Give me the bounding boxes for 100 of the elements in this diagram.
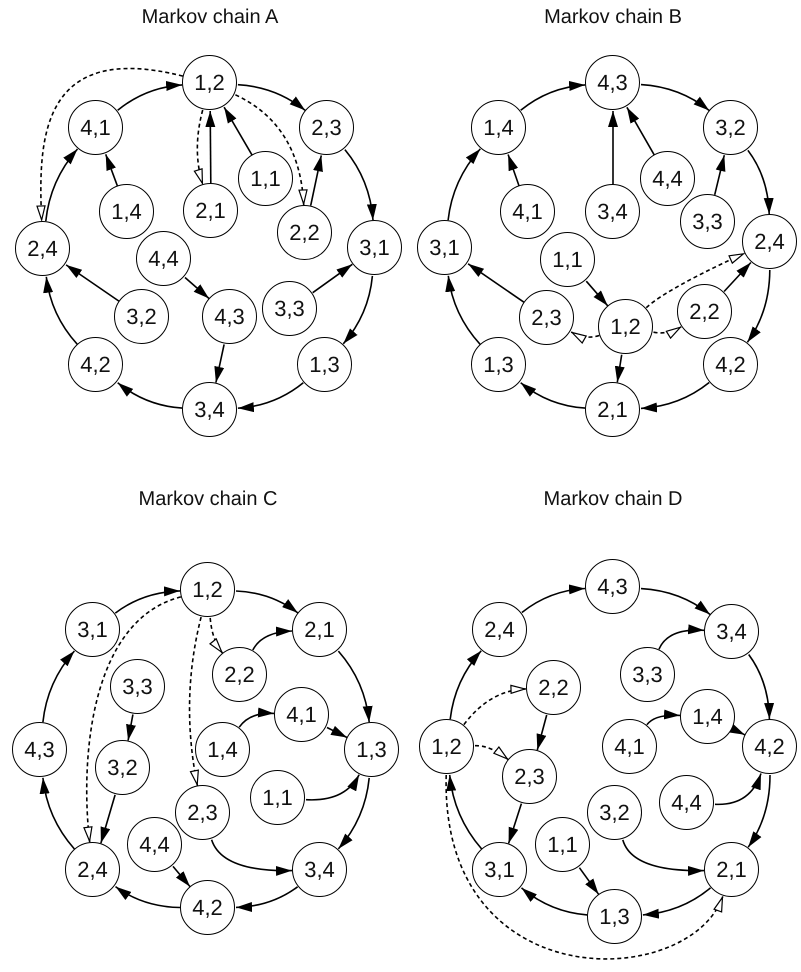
state-circle: 3,3 [262,281,317,336]
arrow [100,794,116,844]
state-circle: 2,4 [742,214,797,269]
panel-title: Markov chain C [138,488,278,511]
arrow [640,588,711,616]
state-circle: 1,2 [419,719,474,774]
state-circle: 1,1 [238,151,293,206]
state-circle: 3,1 [417,220,472,275]
arrow [520,382,586,409]
arrow [104,154,118,186]
state-circle: 1,1 [535,817,590,872]
arrow [747,150,774,214]
panel-title: Markov chain D [544,488,682,511]
state-circle: 4,3 [12,722,67,777]
state-circle: 3,3 [620,647,675,702]
arrow [536,714,548,750]
arrow [114,586,180,614]
arrow [640,84,710,112]
arrow [338,778,370,850]
state-circle: 4,2 [703,337,758,392]
state-circle: 4,1 [602,719,657,774]
dashed-arrow [209,618,224,654]
state-circle: 2,1 [585,382,640,437]
state-circle: 2,2 [526,660,581,715]
arrow [310,155,323,206]
arrow [238,708,274,728]
arrow [728,723,746,736]
arrow [66,264,120,302]
state-circle: 1,2 [182,55,237,110]
dashed-arrow [188,616,202,786]
state-circle: 2,1 [183,183,238,238]
arrow [640,382,710,412]
state-circle: 3,2 [587,785,642,840]
panel-title: Markov chain A [142,6,278,29]
arrow [507,154,520,186]
state-circle: 2,4 [15,221,70,276]
arrow [715,773,762,806]
arrow [115,886,180,908]
arrow [714,155,726,195]
state-circle: 3,2 [114,289,169,344]
state-circle: 4,2 [68,337,123,392]
state-circle: 2,4 [472,602,527,657]
dashed-arrow [84,596,182,842]
state-circle: 3,4 [704,604,759,659]
arrow [658,624,704,650]
arrow [223,106,253,156]
dashed-arrow [235,94,308,206]
state-circle: 4,2 [742,719,797,774]
state-circle: 1,3 [297,337,352,392]
arrow [447,148,481,220]
dashed-arrow [36,68,184,222]
state-circle: 4,1 [274,687,329,742]
arrow [42,650,76,722]
arrow [40,778,76,850]
state-circle: 2,4 [65,842,120,897]
state-circle: 2,3 [519,290,574,345]
state-circle: 1,4 [471,100,526,155]
arrow [205,111,216,183]
arrow [520,81,586,111]
arrow [646,710,680,726]
arrow [238,382,304,412]
arrow [236,590,298,614]
state-circle: 1,4 [680,689,735,744]
arrow [342,276,374,344]
state-circle: 4,1 [68,100,123,155]
arrow [126,714,136,741]
state-circle: 1,3 [344,722,399,777]
arrow [238,84,306,112]
state-circle: 3,1 [472,842,527,897]
arrow [746,270,771,343]
arrow [626,106,655,156]
state-circle: 3,1 [65,602,120,657]
state-circle: 3,2 [703,100,758,155]
arrow [45,148,78,222]
state-circle: 1,2 [180,562,235,617]
arrow [614,354,625,382]
arrow [608,111,618,184]
arrow [172,866,191,888]
state-circle: 1,4 [195,722,250,777]
arrow [521,887,588,916]
dashed-arrow [646,252,745,308]
state-circle: 2,3 [175,785,230,840]
state-circle: 3,1 [347,220,402,275]
state-circle: 2,3 [502,749,557,804]
state-circle: 1,1 [250,770,305,825]
state-circle: 3,4 [585,184,640,239]
dashed-arrow [194,110,204,185]
arrow [586,280,608,306]
state-circle: 2,2 [277,205,332,260]
dashed-arrow [570,331,600,344]
arrow [724,262,752,292]
state-circle: 2,3 [299,100,354,155]
state-circle: 2,1 [704,842,759,897]
arrow [326,726,348,738]
state-circle: 4,4 [640,151,695,206]
arrow [642,887,711,918]
state-circle: 4,4 [127,817,182,872]
arrow [214,344,225,383]
arrow [521,584,586,614]
arrow [344,149,376,220]
